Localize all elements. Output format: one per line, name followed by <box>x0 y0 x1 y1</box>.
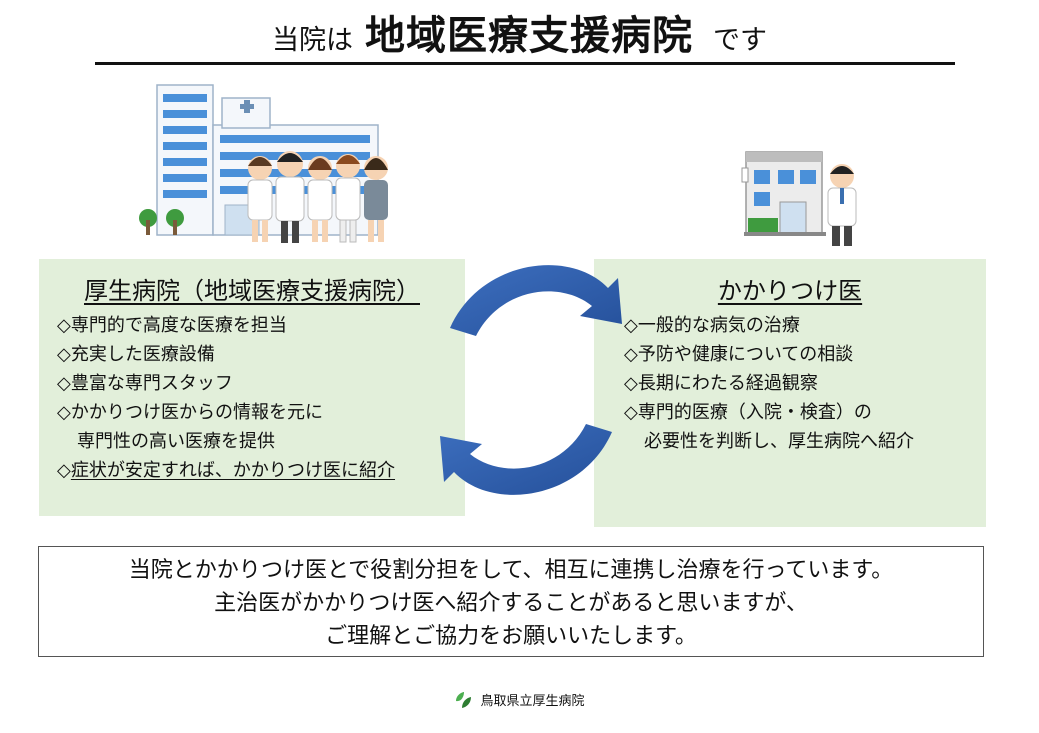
list-item: ◇専門的で高度な医療を担当 <box>57 315 287 336</box>
list-item: ◇充実した医療設備 <box>57 344 215 365</box>
cycle-arrows <box>440 265 622 495</box>
family-doctor-list: ◇一般的な病気の治療 ◇予防や健康についての相談 ◇長期にわたる経過観察 ◇専門… <box>624 311 914 456</box>
message-line: 当院とかかりつけ医とで役割分担をして、相互に連携し治療を行っています。 <box>128 558 894 583</box>
hospital-role-heading: 厚生病院（地域医療支援病院） <box>84 277 420 305</box>
message-line: 主治医がかかりつけ医へ紹介することがあると思いますが、 <box>214 591 808 616</box>
organization-name: 鳥取県立厚生病院 <box>480 694 585 709</box>
list-item: ◇予防や健康についての相談 <box>624 344 854 365</box>
hospital-staff-illustration <box>139 84 388 243</box>
list-item: ◇豊富な専門スタッフ <box>57 373 233 394</box>
family-doctor-panel: かかりつけ医 ◇一般的な病気の治療 ◇予防や健康についての相談 ◇長期にわたる経… <box>594 259 986 527</box>
list-item: ◇症状が安定すれば、かかりつけ医に紹介 <box>57 460 396 481</box>
list-item: ◇長期にわたる経過観察 <box>624 373 818 394</box>
arrow-left-icon <box>440 424 612 495</box>
clinic-doctor-illustration <box>741 151 857 246</box>
family-doctor-heading: かかりつけ医 <box>717 277 863 305</box>
hospital-role-panel: 厚生病院（地域医療支援病院） ◇専門的で高度な医療を担当 ◇充実した医療設備 ◇… <box>39 259 465 516</box>
arrow-right-icon <box>450 265 622 336</box>
message-line: ご理解とご協力をお願いいたします。 <box>325 624 697 649</box>
title-suffix: です <box>713 25 767 56</box>
list-item: ◇専門的医療（入院・検査）の必要性を判断し、厚生病院へ紹介 <box>624 402 914 452</box>
title-underline <box>95 62 955 65</box>
cooperation-message: 当院とかかりつけ医とで役割分担をして、相互に連携し治療を行っています。 主治医が… <box>38 546 984 657</box>
list-item: ◇一般的な病気の治療 <box>624 315 800 336</box>
list-marker: ◇ <box>57 460 71 481</box>
list-item: ◇かかりつけ医からの情報を元に専門性の高い医療を提供 <box>57 402 324 452</box>
title-main: 地域医療支援病院 <box>365 13 693 59</box>
hospital-role-list: ◇専門的で高度な医療を担当 ◇充実した医療設備 ◇豊富な専門スタッフ ◇かかりつ… <box>57 311 395 485</box>
footer: 鳥取県立厚生病院 <box>0 690 1039 709</box>
leaf-logo-icon <box>456 691 472 708</box>
title-prefix: 当院は <box>272 25 353 56</box>
page-title: 当院は地域医療支援病院です <box>0 12 1039 65</box>
